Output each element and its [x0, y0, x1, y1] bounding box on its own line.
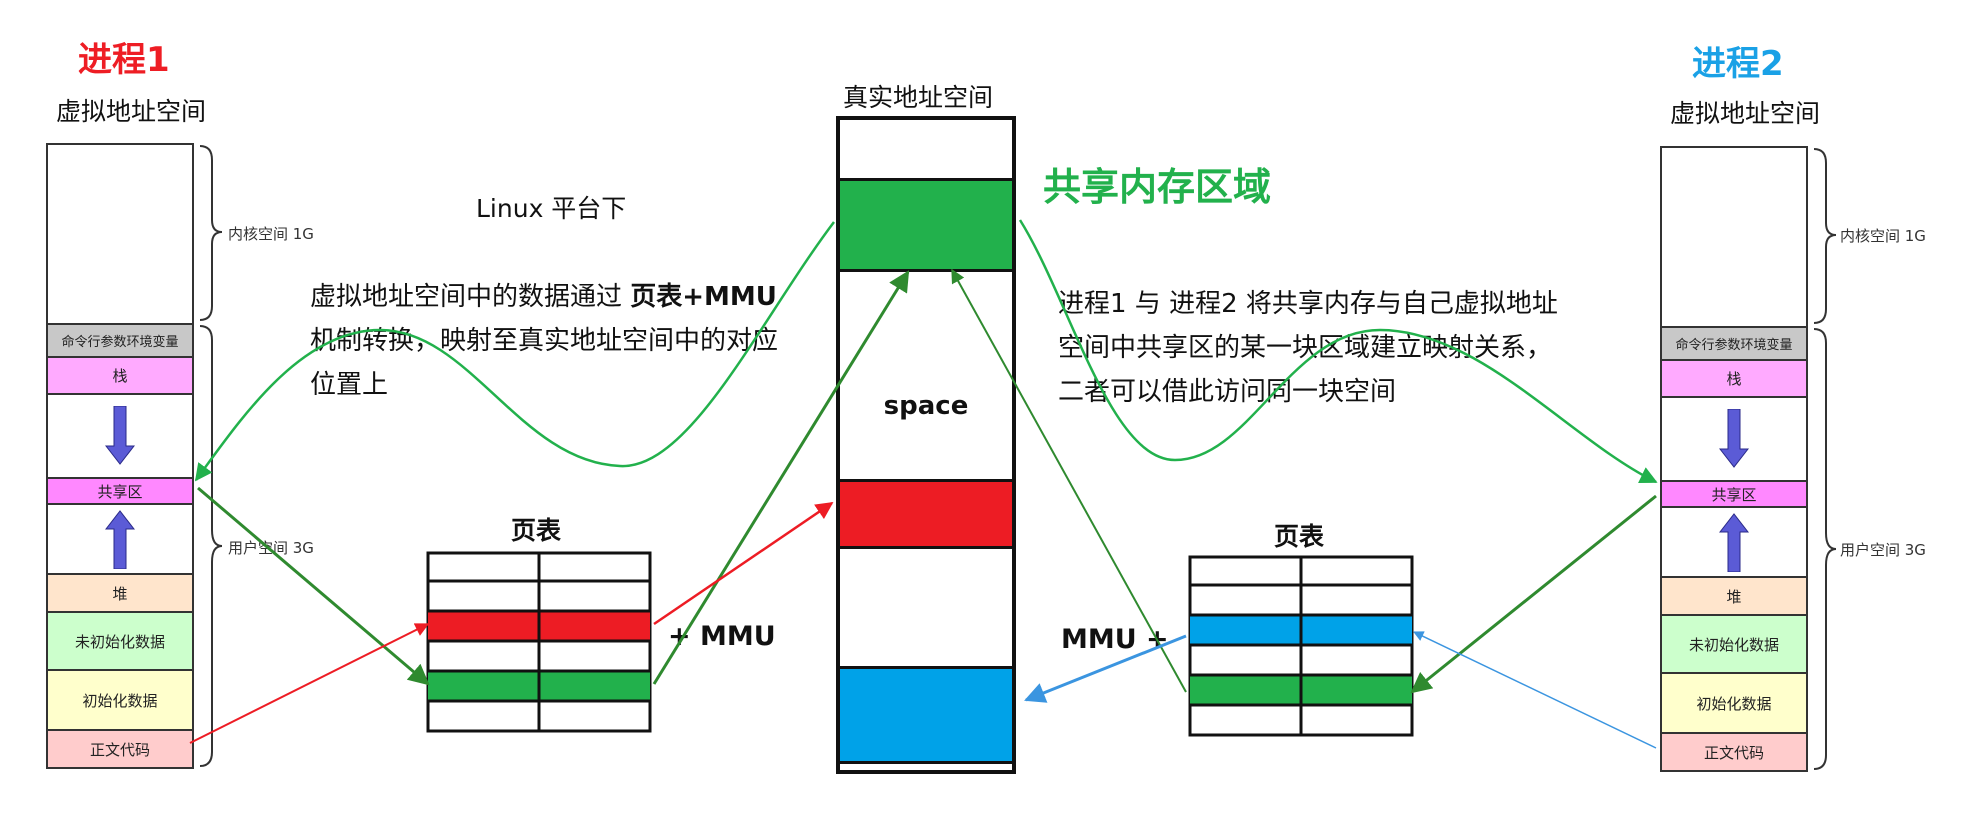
- user-brace-right: [1813, 328, 1837, 770]
- process1-stack-segment: 栈: [48, 358, 192, 395]
- process2-virtual-address-space: 命令行参数环境变量 栈 共享区 堆 未初始化数据 初始化数据 正文代码: [1660, 146, 1808, 772]
- mmu-left-label: + MMU: [668, 621, 776, 652]
- process1-heap-segment: 堆: [48, 575, 192, 613]
- pagetable-left-red-to-physical: [653, 501, 834, 626]
- process1-shared-segment: 共享区: [48, 479, 192, 505]
- arrow-down-icon: [1719, 409, 1749, 468]
- arrow-up-icon: [1719, 513, 1749, 572]
- process2-init-data-segment: 初始化数据: [1662, 674, 1806, 734]
- physical-shared-block: [840, 181, 1012, 272]
- process2-heap-gap: [1662, 508, 1806, 578]
- process1-kernel-space-segment: [48, 145, 192, 325]
- page-table-left-title: 页表: [511, 516, 562, 545]
- process1-heap-gap: [48, 505, 192, 575]
- process2-kernel-label: 内核空间 1G: [1840, 227, 1926, 245]
- process1-args-env-segment: 命令行参数环境变量: [48, 325, 192, 358]
- pagetable-right-blue-to-physical: [1024, 634, 1187, 703]
- physical-memory-label: 真实地址空间: [843, 83, 994, 112]
- process2-stack-segment: 栈: [1662, 361, 1806, 398]
- shared-mapping-curve-right: [1018, 219, 1658, 484]
- process2-uninit-data-segment: 未初始化数据: [1662, 616, 1806, 674]
- process1-vas-label: 虚拟地址空间: [56, 97, 207, 126]
- right-explanation-line2: 空间中共享区的某一块区域建立映射关系，: [1058, 333, 1553, 363]
- physical-process1-block: [840, 482, 1012, 549]
- p2-code-to-pagetable: [1413, 631, 1657, 749]
- kernel-brace-left: [199, 145, 223, 321]
- space-label: space: [883, 390, 969, 421]
- process1-uninit-data-segment: 未初始化数据: [48, 613, 192, 671]
- process2-shared-segment: 共享区: [1662, 482, 1806, 508]
- left-explanation-highlight: 页表+MMU: [630, 282, 777, 312]
- process2-vas-label: 虚拟地址空间: [1670, 99, 1821, 128]
- right-explanation: 进程1 与 进程2 将共享内存与自己虚拟地址 空间中共享区的某一块区域建立映射关…: [1058, 282, 1658, 414]
- pagetable-right-green-to-physical: [951, 268, 1187, 693]
- arrow-up-icon: [105, 510, 135, 569]
- physical-free-space: space: [840, 272, 1012, 482]
- process1-init-data-segment: 初始化数据: [48, 671, 192, 731]
- page-table-left: [426, 551, 652, 733]
- process2-kernel-space-segment: [1662, 148, 1806, 328]
- kernel-brace-right: [1813, 148, 1837, 324]
- process1-kernel-label: 内核空间 1G: [228, 225, 314, 243]
- arrow-down-icon: [105, 406, 135, 465]
- process2-args-env-segment: 命令行参数环境变量: [1662, 328, 1806, 361]
- p2-shared-to-pagetable: [1410, 494, 1657, 694]
- physical-address-space: space: [836, 116, 1016, 774]
- shared-mapping-curve-left: [194, 221, 835, 482]
- page-table-right-title: 页表: [1274, 522, 1325, 551]
- process2-heap-segment: 堆: [1662, 578, 1806, 616]
- physical-free-space-2: [840, 549, 1012, 669]
- left-explanation-line1: 虚拟地址空间中的数据通过: [310, 282, 631, 312]
- process1-virtual-address-space: 命令行参数环境变量 栈 共享区 堆 未初始化数据 初始化数据 正文代码: [46, 143, 194, 769]
- process2-code-segment: 正文代码: [1662, 734, 1806, 770]
- left-explanation-line3: 位置上: [310, 370, 389, 400]
- process1-user-label: 用户空间 3G: [228, 539, 314, 557]
- process2-user-label: 用户空间 3G: [1840, 541, 1926, 559]
- shared-memory-region-label: 共享内存区域: [1043, 165, 1272, 209]
- pagetable-left-green-to-physical: [652, 270, 910, 685]
- process1-stack-gap: [48, 395, 192, 479]
- right-explanation-line3: 二者可以借此访问同一块空间: [1058, 377, 1397, 407]
- user-brace-left: [199, 325, 223, 767]
- process1-code-segment: 正文代码: [48, 731, 192, 767]
- p1-code-to-pagetable: [189, 623, 430, 744]
- platform-note: Linux 平台下: [476, 194, 627, 223]
- physical-block-top: [840, 120, 1012, 181]
- physical-process2-block: [840, 669, 1012, 764]
- page-table-right: [1188, 555, 1414, 737]
- process2-stack-gap: [1662, 398, 1806, 482]
- p1-shared-to-pagetable: [197, 486, 430, 686]
- right-explanation-line1: 进程1 与 进程2 将共享内存与自己虚拟地址: [1058, 289, 1558, 319]
- process2-title: 进程2: [1692, 44, 1784, 84]
- left-explanation: 虚拟地址空间中的数据通过 页表+MMU 机制转换，映射至真实地址空间中的对应 位…: [310, 275, 830, 407]
- process1-title: 进程1: [78, 40, 170, 80]
